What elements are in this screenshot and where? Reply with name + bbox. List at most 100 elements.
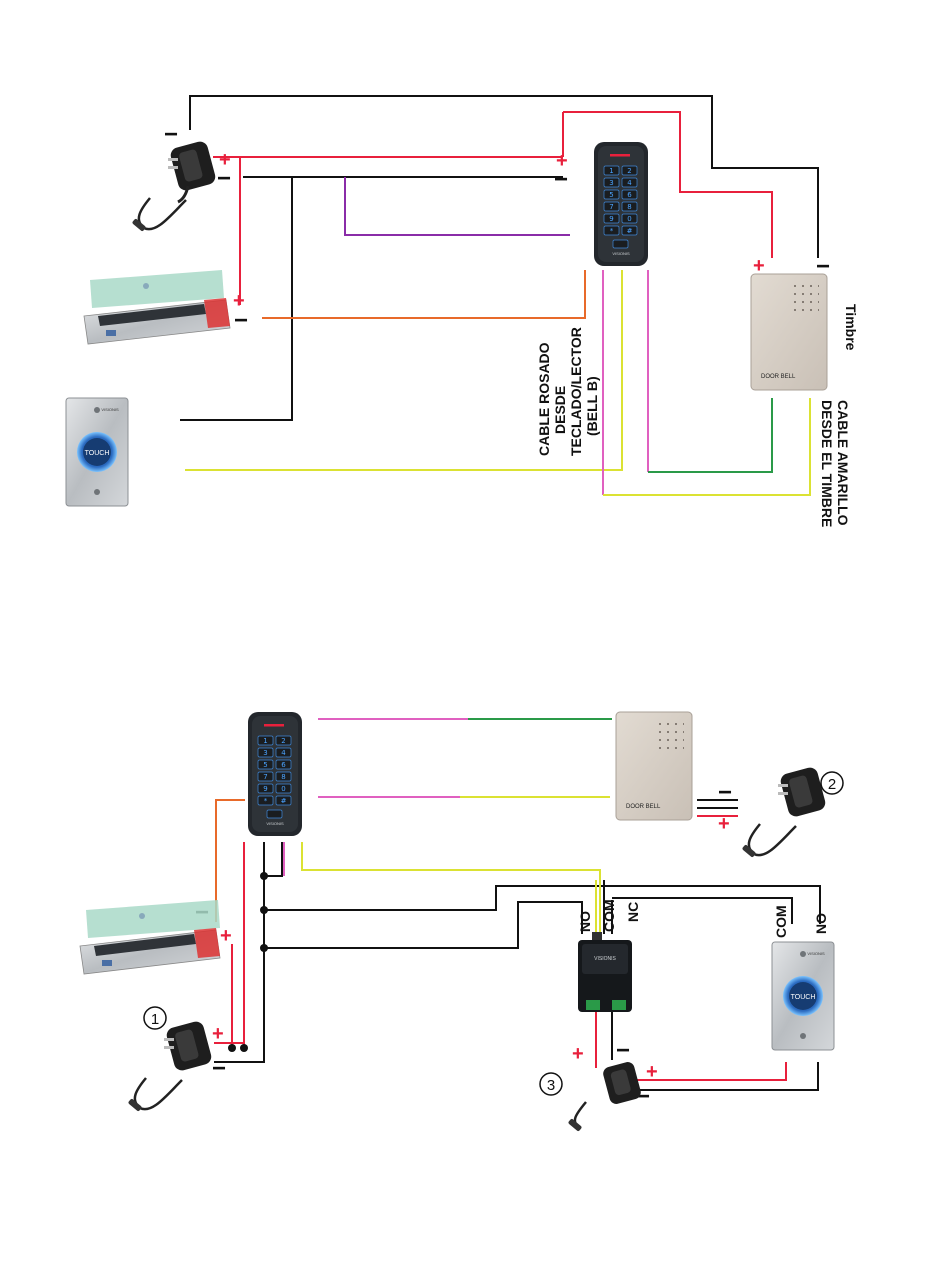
brand-label: VISIONIS: [594, 956, 616, 962]
keypad-key-label: 9: [609, 215, 613, 223]
bell-key-icon: [267, 810, 282, 818]
keypad-key-label: 4: [281, 749, 286, 757]
adapter-number-label: 3: [547, 1077, 555, 1094]
junction-dot: [228, 1044, 236, 1052]
brand-label: VISIONIS: [266, 821, 284, 826]
cable-rosado-line-1: CABLE ROSADO: [536, 342, 552, 456]
keypad-key-label: 3: [609, 179, 613, 187]
keypad-key-label: *: [610, 227, 614, 235]
keypad-key-label: 3: [263, 749, 267, 757]
label-timbre: Timbre: [843, 304, 859, 351]
door-bell-icon: DOOR BELL: [616, 712, 692, 820]
keypad-key-label: 5: [609, 191, 613, 199]
keypad-reader-icon: 1234567890*# VISIONIS: [248, 712, 302, 836]
adapter-number-label: 2: [828, 776, 836, 793]
junction-dot: [240, 1044, 248, 1052]
keypad-key-label: 8: [281, 773, 285, 781]
top-polarity-signs: − + − + − + − + −: [164, 121, 830, 334]
cable-rosado-line-3: TECLADO/LECTOR: [568, 327, 584, 456]
sign-minus: −: [212, 1055, 226, 1082]
magnetic-lock-icon: [80, 900, 220, 974]
sign-plus: +: [718, 813, 730, 835]
power-adapter-icon: [132, 140, 217, 232]
cable-amarillo-line-2: DESDE EL TIMBRE: [819, 400, 835, 527]
cable-rosado-line-2: DESDE: [552, 386, 568, 434]
keypad-key-label: 8: [627, 203, 631, 211]
wire-black-button-minus: [632, 1062, 818, 1090]
junction-dot: [260, 944, 268, 952]
exit-button-icon: TOUCH VISIONIS: [772, 942, 834, 1050]
keypad-key-label: #: [627, 227, 633, 235]
power-adapter-icon: [128, 1020, 213, 1112]
keypad-key-label: 6: [281, 761, 286, 769]
adapter-number-2: 2: [821, 772, 843, 794]
keypad-key-label: 1: [609, 167, 613, 175]
wire-orange-maglock: [262, 270, 585, 318]
keypad-key-label: 7: [263, 773, 267, 781]
exit-button-icon: TOUCH VISIONIS: [66, 398, 128, 506]
keypad-key-label: 7: [609, 203, 613, 211]
sign-plus: +: [220, 925, 232, 947]
relay-module-icon: VISIONIS: [578, 932, 632, 1012]
label-no: NO: [577, 911, 593, 932]
touch-label: TOUCH: [85, 450, 110, 457]
keypad-key-label: 0: [281, 785, 285, 793]
wire-orange-maglock: [216, 800, 245, 922]
keypad-key-label: 9: [263, 785, 267, 793]
wire-green-bell: [648, 398, 772, 472]
keypad-key-label: *: [264, 797, 268, 805]
junction-dots: [228, 872, 268, 1052]
sign-plus: +: [212, 1023, 224, 1045]
top-wires: [180, 96, 818, 495]
keypad-key-label: 6: [627, 191, 632, 199]
brand-label: VISIONIS: [807, 951, 825, 956]
door-bell-icon: DOOR BELL: [751, 274, 827, 390]
label-com: COM: [601, 899, 617, 932]
keypad-key-label: 2: [627, 167, 631, 175]
wire-yellow-to-relay: [302, 842, 600, 934]
door-bell-label: DOOR BELL: [626, 804, 661, 810]
sign-minus: −: [616, 1037, 630, 1064]
keypad-key-label: 4: [627, 179, 632, 187]
sign-minus: −: [164, 121, 178, 148]
junction-dot: [260, 872, 268, 880]
brand-label: VISIONIS: [612, 251, 630, 256]
adapter-number-3: 3: [540, 1073, 562, 1095]
timbre-label: Timbre: [843, 304, 859, 351]
wire-black-branch-1: [264, 886, 820, 924]
wire-black-branch-2: [264, 902, 582, 948]
label-com: COM: [773, 905, 789, 938]
sign-minus: −: [554, 166, 568, 193]
wire-yellow-exit-button: [185, 270, 622, 470]
door-bell-label: DOOR BELL: [761, 374, 796, 380]
sign-minus: −: [718, 779, 732, 806]
label-nc: NC: [625, 902, 641, 922]
cable-amarillo-line-1: CABLE AMARILLO: [835, 400, 851, 526]
label-cable-rosado: CABLE ROSADO DESDE TECLADO/LECTOR (BELL …: [536, 327, 600, 456]
cable-rosado-line-4: (BELL B): [584, 376, 600, 436]
label-no: NO: [813, 913, 829, 934]
keypad-key-label: 1: [263, 737, 267, 745]
wire-purple: [345, 177, 570, 235]
keypad-key-label: 0: [627, 215, 631, 223]
keypad-reader-icon: 1 2 3 4 5 6 7 8 9 0 * # VISIONIS: [594, 142, 648, 266]
sign-plus: +: [646, 1061, 658, 1083]
junction-dot: [260, 906, 268, 914]
bottom-wires: [214, 719, 820, 1090]
bell-key-icon: [613, 240, 628, 248]
wire-yellow-bell-loop: [603, 398, 810, 495]
sign-minus: −: [234, 307, 248, 334]
adapter-number-1: 1: [144, 1007, 166, 1029]
adapter-number-label: 1: [151, 1011, 159, 1028]
brand-label: VISIONIS: [101, 407, 119, 412]
label-cable-amarillo: CABLE AMARILLO DESDE EL TIMBRE: [819, 400, 851, 527]
touch-label: TOUCH: [791, 994, 816, 1001]
power-adapter-icon: [742, 766, 827, 858]
sign-minus: −: [217, 165, 231, 192]
sign-plus: +: [572, 1043, 584, 1065]
keypad-key-label: 2: [281, 737, 285, 745]
power-adapter-icon: [568, 1061, 643, 1132]
magnetic-lock-icon: [84, 270, 230, 344]
keypad-key-label: #: [281, 797, 287, 805]
